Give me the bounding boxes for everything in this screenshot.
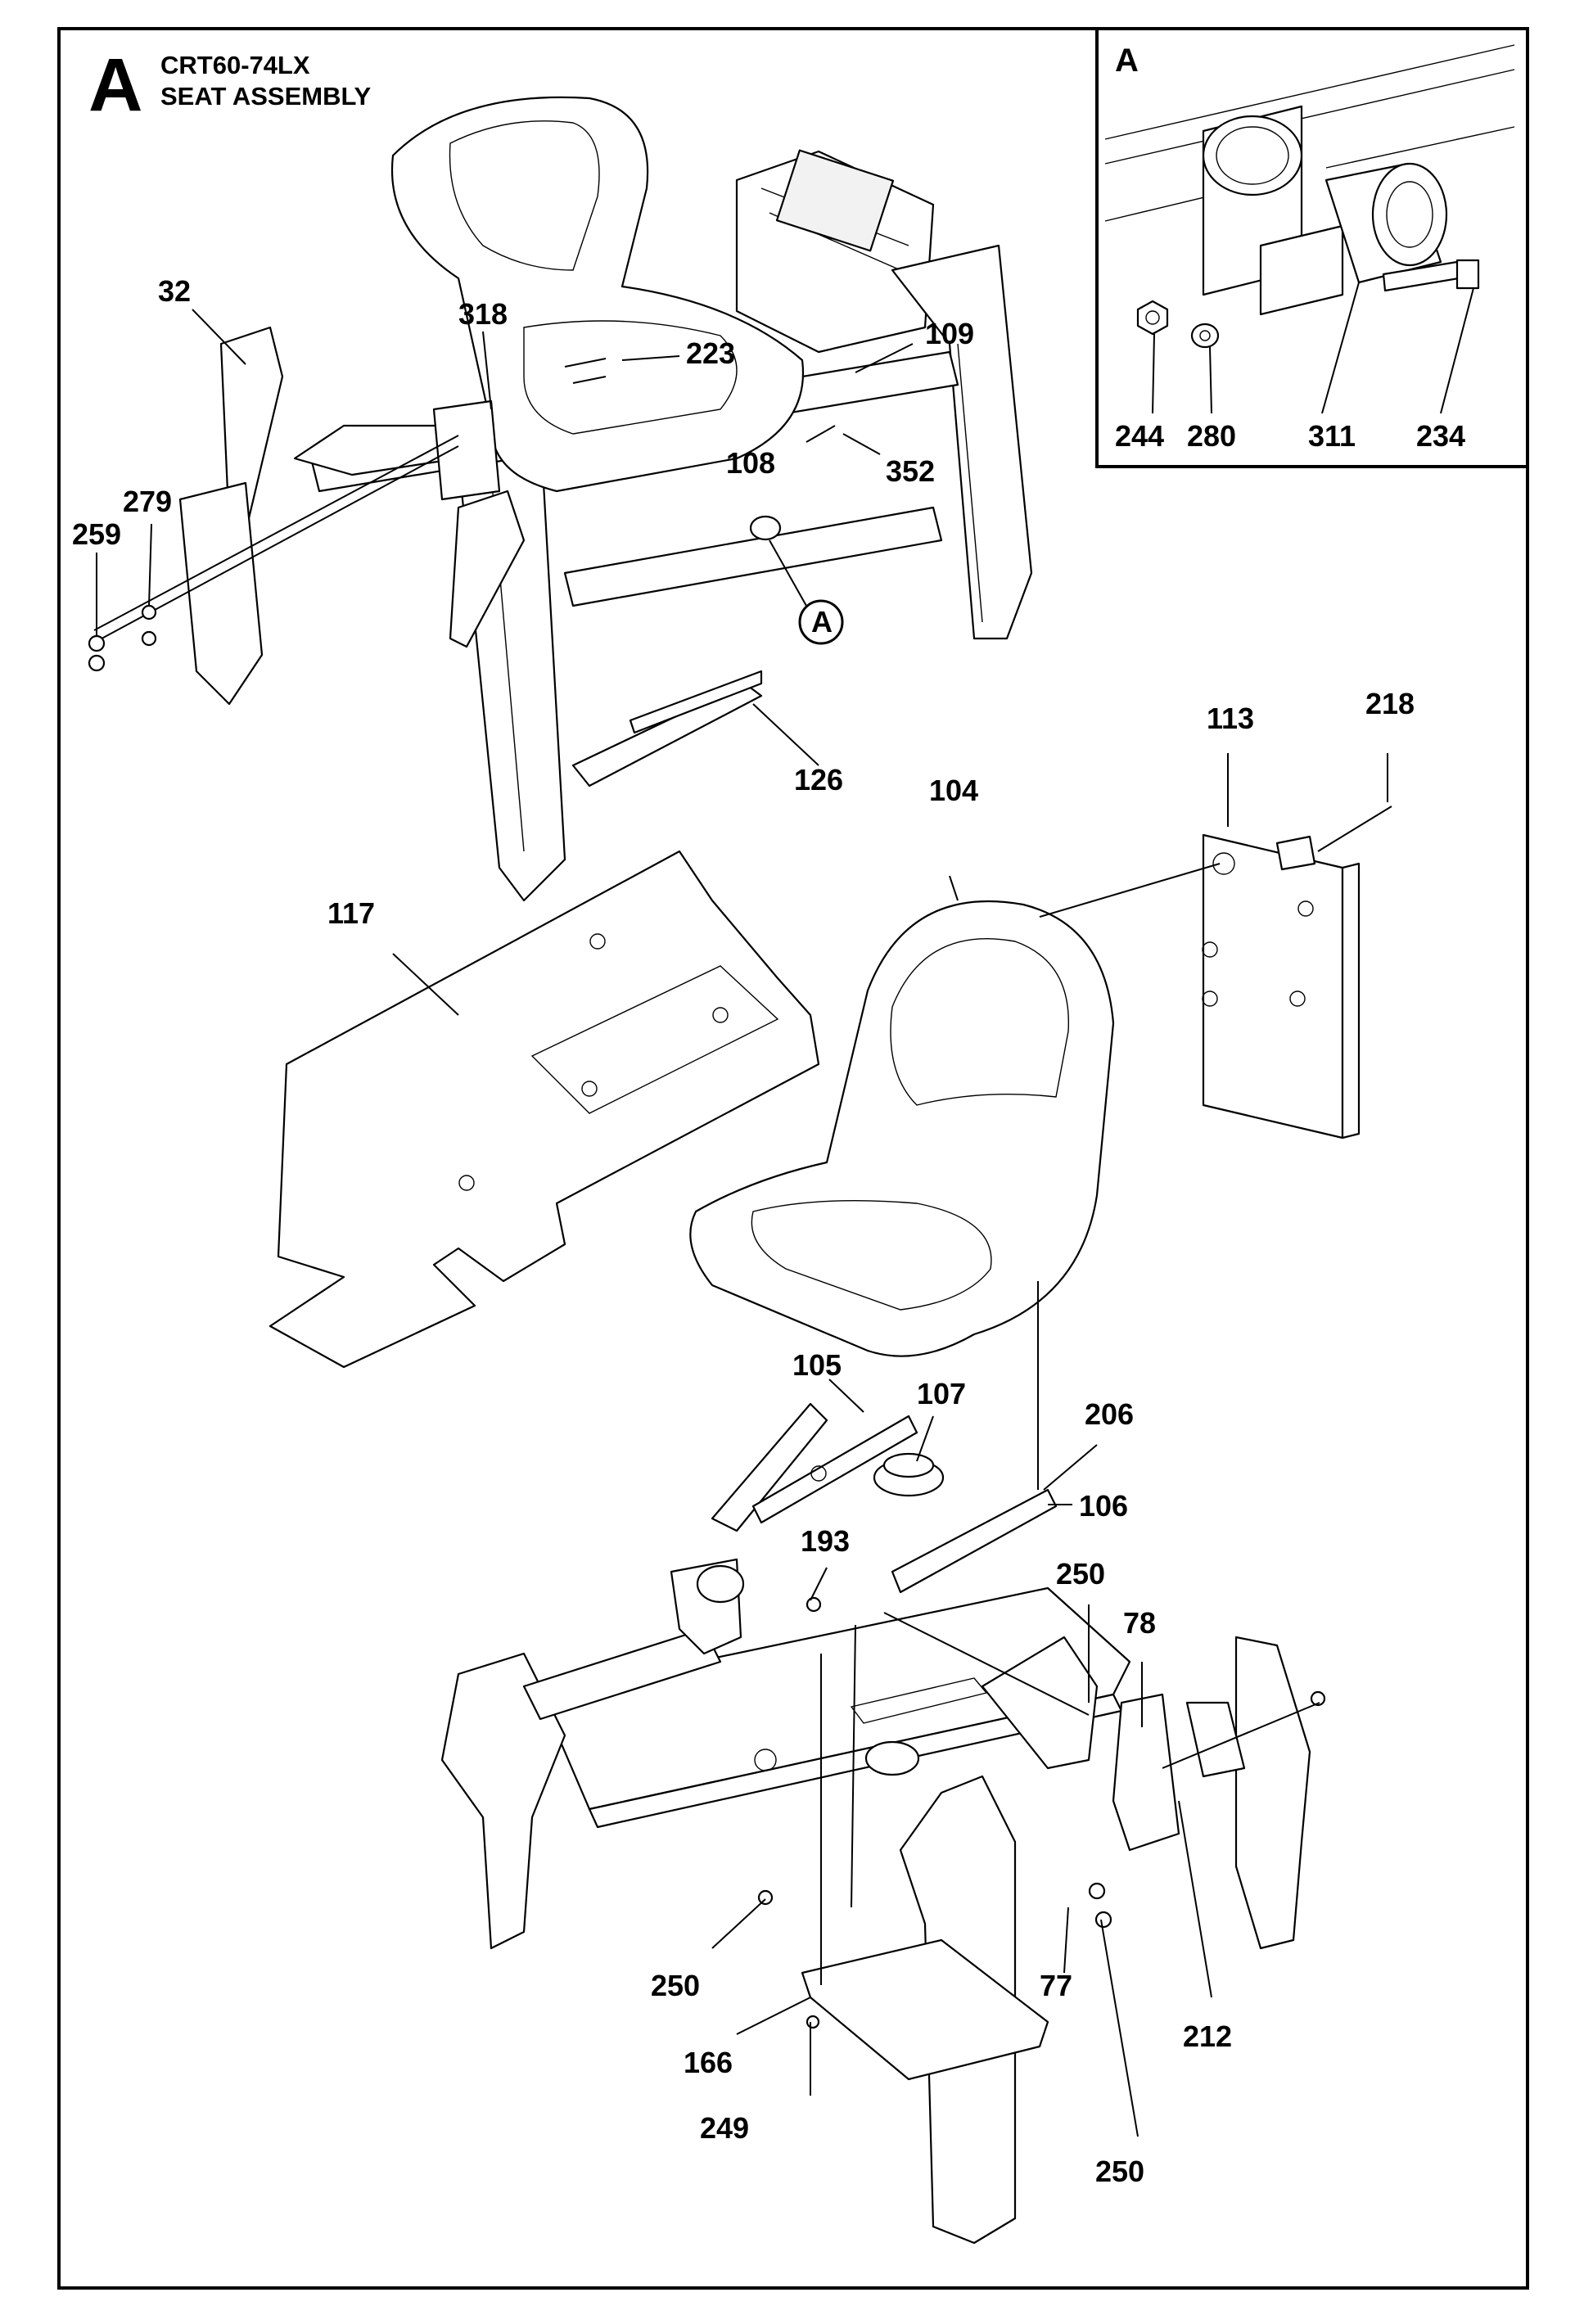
inset-detail: A 244 280 311 234 xyxy=(1104,43,1515,453)
title-letter: A xyxy=(88,43,142,127)
callout-352: 352 xyxy=(886,454,935,488)
callout-249: 249 xyxy=(700,2111,749,2145)
callout-117: 117 xyxy=(327,896,375,930)
outer-frame xyxy=(57,27,1529,2290)
callout-206: 206 xyxy=(1085,1397,1134,1431)
inset-callout-311: 311 xyxy=(1308,419,1356,453)
inset-callout-234: 234 xyxy=(1416,419,1465,453)
callout-166: 166 xyxy=(684,2046,733,2079)
inset-letter: A xyxy=(1115,43,1139,79)
callout-107: 107 xyxy=(917,1377,966,1410)
detail-marker xyxy=(798,599,844,645)
callout-279: 279 xyxy=(123,485,172,518)
title-model: CRT60-74LX xyxy=(160,51,310,79)
callout-193: 193 xyxy=(801,1524,850,1558)
callout-250-c: 250 xyxy=(1095,2155,1144,2188)
callout-108: 108 xyxy=(726,446,775,480)
callout-259: 259 xyxy=(72,517,121,551)
callout-77: 77 xyxy=(1040,1969,1072,2002)
exploded-seat xyxy=(269,753,1392,1490)
callout-250-b: 250 xyxy=(651,1969,700,2002)
callout-223: 223 xyxy=(686,336,735,370)
callout-218: 218 xyxy=(1365,687,1415,720)
callout-113: 113 xyxy=(1207,702,1254,735)
inset-callout-280: 280 xyxy=(1187,419,1236,453)
callout-250-a: 250 xyxy=(1056,1557,1105,1591)
callout-318: 318 xyxy=(458,297,508,331)
callout-212: 212 xyxy=(1183,2019,1232,2053)
callout-126: 126 xyxy=(794,763,843,796)
callout-32: 32 xyxy=(158,274,191,308)
assembled-view: A xyxy=(88,96,1033,902)
callout-78: 78 xyxy=(1123,1606,1156,1640)
callout-109: 109 xyxy=(925,317,974,350)
lower-frame xyxy=(440,1379,1326,2245)
inset-callout-244: 244 xyxy=(1115,419,1164,453)
title-name: SEAT ASSEMBLY xyxy=(160,82,372,111)
callout-105: 105 xyxy=(792,1348,842,1382)
detail-marker-letter: A xyxy=(811,605,833,639)
callout-106: 106 xyxy=(1079,1489,1128,1523)
callout-104: 104 xyxy=(929,774,978,807)
inset-frame xyxy=(1095,27,1529,468)
